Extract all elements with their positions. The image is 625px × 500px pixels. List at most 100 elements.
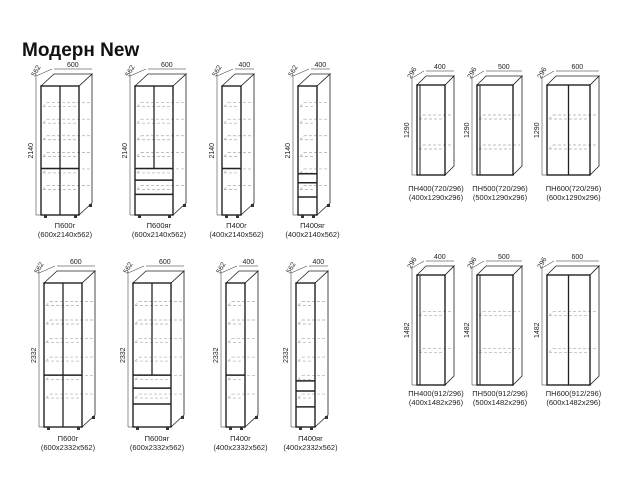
height-label: 2332 xyxy=(120,347,127,363)
cabinet-name: П400г xyxy=(226,221,247,230)
shelf-line xyxy=(136,102,142,107)
shelf-line xyxy=(227,301,233,306)
shelf-line xyxy=(45,338,51,343)
depth-label: 296 xyxy=(407,256,419,270)
cabinet-side xyxy=(589,75,600,176)
shelf-line xyxy=(136,152,142,157)
cabinet-name: ПН400(912/296) xyxy=(408,389,464,398)
depth-label: 296 xyxy=(537,66,549,80)
width-label: 400 xyxy=(434,64,446,71)
shelf-line xyxy=(223,168,229,174)
width-label: 400 xyxy=(239,62,251,69)
height-label: 2140 xyxy=(122,143,129,159)
leg xyxy=(168,215,171,218)
shelf-line xyxy=(223,102,229,107)
cabinet-size: (400x2140x562) xyxy=(209,230,264,239)
shelf-line xyxy=(42,168,48,174)
cabinet-side xyxy=(444,265,455,386)
depth-label: 562 xyxy=(288,64,300,78)
leg xyxy=(310,427,313,430)
shelf-line xyxy=(42,102,48,107)
leg xyxy=(44,215,47,218)
shelf-line xyxy=(223,135,229,141)
width-label: 400 xyxy=(313,259,325,266)
cabinet-side xyxy=(444,75,455,176)
leg xyxy=(255,416,258,419)
cabinet-top xyxy=(546,75,600,86)
height-label: 1482 xyxy=(534,322,541,338)
depth-dim-line xyxy=(216,68,234,77)
cabinet-name: ПН500(720/296) xyxy=(472,184,528,193)
cabinet-size: (600x1290x296) xyxy=(546,193,601,202)
cabinet-size: (400x2332x562) xyxy=(213,443,268,452)
shelf-line xyxy=(134,356,140,362)
depth-label: 562 xyxy=(34,261,46,275)
depth-label: 562 xyxy=(31,64,43,78)
cabinet-name: П600г xyxy=(58,434,79,443)
width-label: 500 xyxy=(498,254,510,261)
width-label: 600 xyxy=(572,64,584,71)
cabinet-size: (400x1290x296) xyxy=(409,193,464,202)
width-label: 400 xyxy=(315,62,327,69)
cabinet-size: (500x1290x296) xyxy=(473,193,528,202)
depth-dim-line xyxy=(220,265,238,274)
cabinet-size: (600x1482x296) xyxy=(546,398,601,407)
shelf-line xyxy=(227,393,233,399)
leg xyxy=(166,427,169,430)
shelf-line xyxy=(548,114,554,120)
leg xyxy=(312,215,315,218)
cabinet-name: ПН600(720/296) xyxy=(546,184,602,193)
shelf-line xyxy=(42,152,48,157)
cabinet-side xyxy=(512,75,523,176)
width-label: 600 xyxy=(159,259,171,266)
leg xyxy=(327,204,330,207)
cabinet-side xyxy=(240,73,255,216)
cabinet-size: (600x2140x562) xyxy=(132,230,187,239)
shelf-line xyxy=(548,144,554,150)
page-title: Модерн New xyxy=(22,40,140,61)
leg xyxy=(225,215,228,218)
shelf-line xyxy=(42,185,48,190)
leg xyxy=(138,215,141,218)
leg xyxy=(236,215,239,218)
width-label: 400 xyxy=(434,254,446,261)
shelf-line xyxy=(548,348,554,353)
leg xyxy=(74,215,77,218)
leg xyxy=(77,427,80,430)
depth-label: 296 xyxy=(407,66,419,80)
height-label: 1290 xyxy=(404,122,411,138)
depth-dim-line xyxy=(411,260,425,269)
shelf-line xyxy=(297,319,303,325)
cabinet-front xyxy=(225,282,246,428)
shelf-line xyxy=(42,135,48,141)
depth-dim-line xyxy=(292,68,310,77)
cabinet-front xyxy=(297,85,318,216)
cabinet-front xyxy=(295,282,316,428)
shelf-line xyxy=(134,301,140,306)
cabinet-size: (400x1482x296) xyxy=(409,398,464,407)
depth-dim-line xyxy=(471,70,485,79)
leg xyxy=(92,416,95,419)
shelf-line xyxy=(227,375,233,380)
cabinet-name: П400яг xyxy=(300,221,325,230)
height-label: 1290 xyxy=(534,122,541,138)
cabinet-front xyxy=(416,274,446,386)
shelf-line xyxy=(299,135,305,141)
leg xyxy=(240,427,243,430)
cabinet-side xyxy=(81,270,96,428)
cabinet-name: П600яг xyxy=(147,221,172,230)
depth-label: 296 xyxy=(537,256,549,270)
leg xyxy=(181,416,184,419)
cabinet-size: (600x2332x562) xyxy=(130,443,185,452)
shelf-line xyxy=(297,393,303,399)
depth-dim-line xyxy=(38,265,56,274)
cabinet-side xyxy=(170,270,185,428)
